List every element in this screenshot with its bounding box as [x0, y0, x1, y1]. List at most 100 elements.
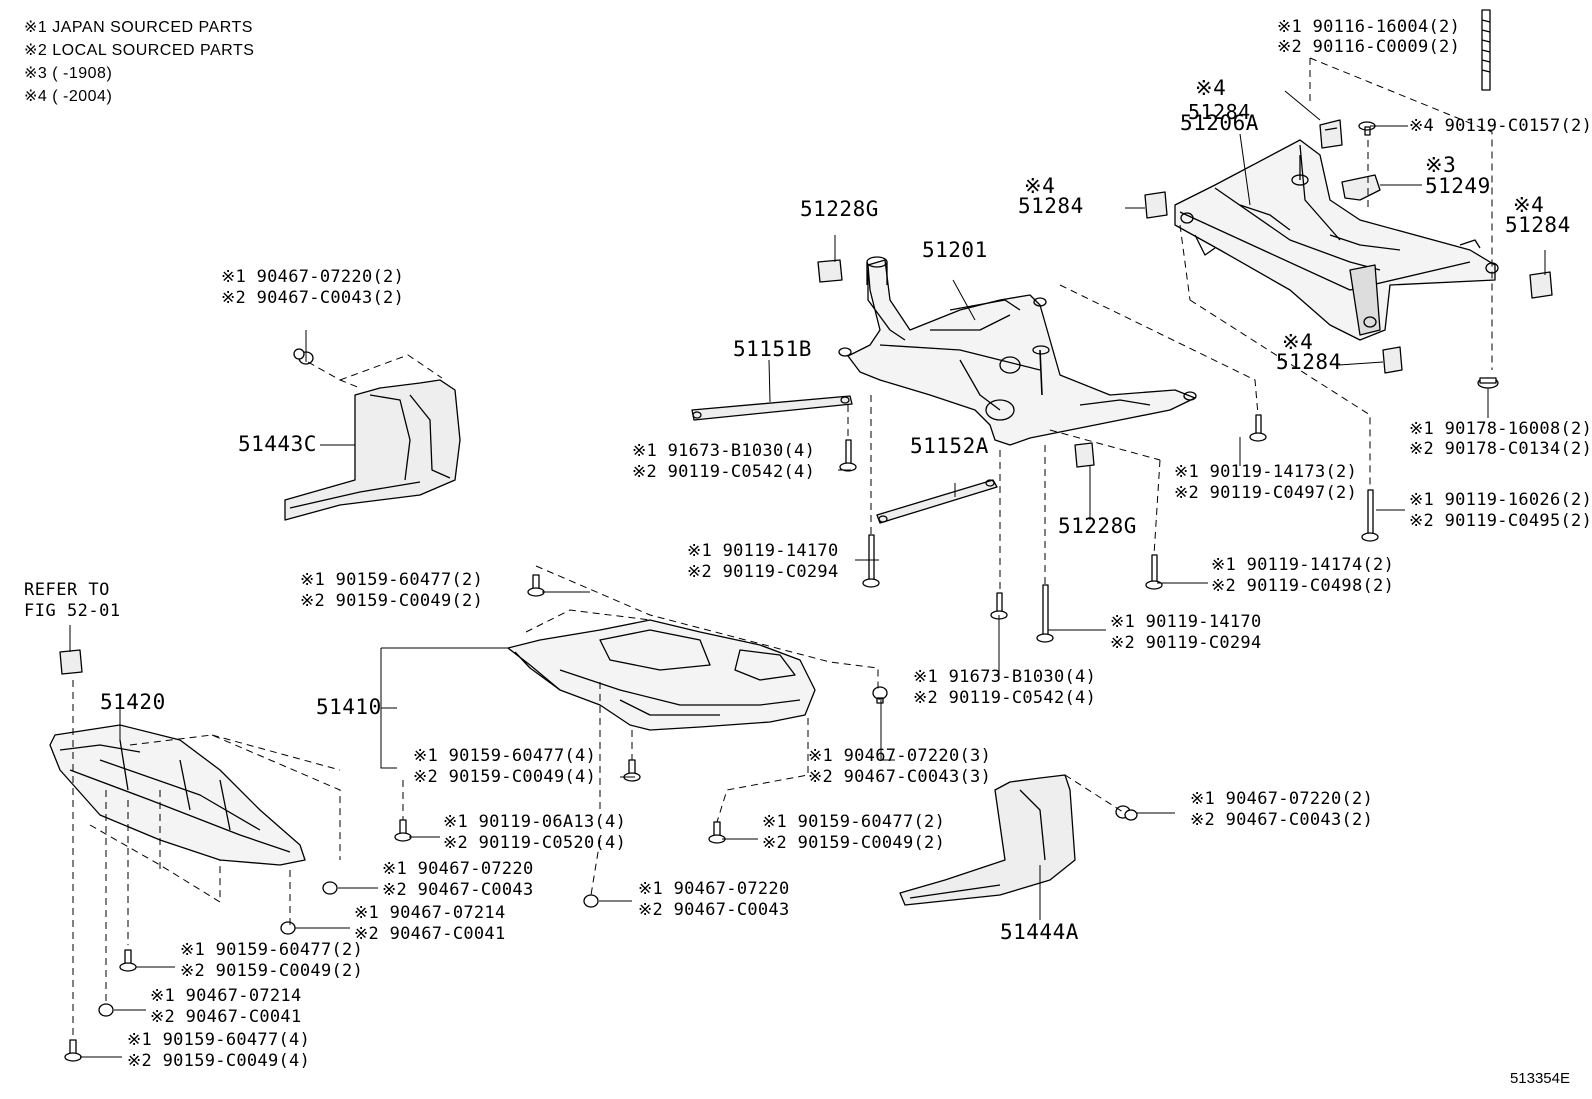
refer-fig-link[interactable]: FIG 52-01: [24, 601, 121, 621]
clip-90467-51443c: [293, 348, 314, 365]
mark-4-left: ※4: [1024, 174, 1056, 198]
bolt-90119-14170-right[interactable]: [1036, 584, 1054, 643]
callout-90159-51420-a-local[interactable]: ※2 90159-C0049(2): [180, 961, 364, 981]
bolt-90159-lower: [708, 821, 726, 844]
bracket-51228g-bottom[interactable]: [1074, 442, 1095, 468]
bolt-90159-51420-b: [64, 1039, 82, 1062]
part-51284-bottom[interactable]: 51284: [1276, 350, 1342, 374]
callout-90159-51420-b-local[interactable]: ※2 90159-C0049(4): [127, 1051, 311, 1071]
bolt-90119-16026[interactable]: [1361, 489, 1379, 542]
part-51152a[interactable]: 51152A: [910, 434, 989, 458]
rear-subframe-51206a[interactable]: [1174, 139, 1499, 341]
bolt-90119-14170-left[interactable]: [862, 534, 880, 588]
part-51284-left[interactable]: 51284: [1018, 194, 1084, 218]
bolt-90159-middle: [623, 759, 641, 782]
bracket-51228g-top[interactable]: [817, 259, 843, 283]
bolt-90119-c0157[interactable]: [1358, 121, 1376, 136]
part-51420[interactable]: 51420: [100, 690, 166, 714]
cover-51444a[interactable]: [899, 774, 1076, 906]
note-local-sourced: ※2 LOCAL SOURCED PARTS: [24, 42, 255, 59]
callout-90467-51410-jp[interactable]: ※1 90467-07220(3): [808, 746, 992, 766]
callout-90119-c0497-local[interactable]: ※2 90119-C0497(2): [1174, 483, 1358, 503]
part-51151b[interactable]: 51151B: [733, 337, 812, 361]
callout-90467-51444a-jp[interactable]: ※1 90467-07220(2): [1190, 789, 1374, 809]
callout-90467-c0043-b-local[interactable]: ※2 90467-C0043: [638, 900, 790, 920]
callout-90119-c0542-left-local[interactable]: ※2 90119-C0542(4): [632, 462, 816, 482]
clip-fig52-refer[interactable]: [59, 649, 83, 675]
callout-90467-51410-local[interactable]: ※2 90467-C0043(3): [808, 767, 992, 787]
leader-lines: [69, 10, 1546, 1058]
front-cover-51420[interactable]: [49, 724, 306, 866]
callout-90178-jp[interactable]: ※1 90178-16008(2): [1409, 419, 1592, 439]
callout-90119-16026-jp[interactable]: ※1 90119-16026(2): [1409, 490, 1592, 510]
callout-91673-right-jp[interactable]: ※1 91673-B1030(4): [913, 667, 1097, 687]
callout-91673-left-jp[interactable]: ※1 91673-B1030(4): [632, 441, 816, 461]
callout-90119-06a13-jp[interactable]: ※1 90119-06A13(4): [443, 812, 627, 832]
callout-90159-51420-b-jp[interactable]: ※1 90159-60477(4): [127, 1030, 311, 1050]
callout-90467-07220-b-jp[interactable]: ※1 90467-07220: [638, 879, 790, 899]
callout-90467-c0041-a-local[interactable]: ※2 90467-C0041: [354, 924, 506, 944]
front-subframe-51201[interactable]: [838, 256, 1197, 446]
callout-90119-c0157[interactable]: ※4 90119-C0157(2): [1409, 116, 1592, 136]
callout-90159-51410-local[interactable]: ※2 90159-C0049(4): [413, 767, 597, 787]
callout-90467-07220-a-jp[interactable]: ※1 90467-07220: [382, 859, 534, 879]
clip-51284-left[interactable]: [1144, 191, 1168, 219]
part-51410[interactable]: 51410: [316, 695, 382, 719]
bolt-91673-left[interactable]: [839, 439, 857, 472]
clip-90467-51410-right: [872, 686, 888, 704]
callout-90119-14174-jp[interactable]: ※1 90119-14174(2): [1211, 555, 1395, 575]
part-51284-right[interactable]: 51284: [1505, 213, 1571, 237]
callout-90119-c0294-left-local[interactable]: ※2 90119-C0294: [687, 562, 839, 582]
callout-90159-51420-a-jp[interactable]: ※1 90159-60477(2): [180, 940, 364, 960]
part-51284-top[interactable]: 51284: [1188, 100, 1251, 124]
bolt-stud-90116[interactable]: [1481, 9, 1491, 91]
clip-51284-right[interactable]: [1529, 271, 1553, 299]
part-51206a[interactable]: 51206A: [1180, 111, 1259, 135]
callout-90116-local[interactable]: ※2 90116-C0009(2): [1277, 37, 1461, 57]
callout-90119-c0520-local[interactable]: ※2 90119-C0520(4): [443, 833, 627, 853]
washer-90178[interactable]: [1477, 377, 1499, 389]
part-51443c[interactable]: 51443C: [238, 432, 317, 456]
clip-90467-51410-bottom: [583, 894, 599, 908]
clip-51284-bottom[interactable]: [1382, 346, 1403, 374]
bracket-51249[interactable]: [1341, 174, 1381, 201]
callout-90467-51444a-local[interactable]: ※2 90467-C0043(2): [1190, 810, 1374, 830]
callout-90159-upper-local[interactable]: ※2 90159-C0049(2): [300, 591, 484, 611]
brace-51151b[interactable]: [691, 395, 853, 421]
legend-notes: ※1 JAPAN SOURCED PARTS ※2 LOCAL SOURCED …: [24, 16, 254, 108]
brace-51152a[interactable]: [876, 479, 998, 524]
bolt-90119-14173[interactable]: [1249, 414, 1267, 442]
part-51444a[interactable]: 51444A: [1000, 920, 1079, 944]
callout-90119-14173-jp[interactable]: ※1 90119-14173(2): [1174, 462, 1358, 482]
part-51249[interactable]: 51249: [1425, 174, 1491, 198]
callout-90467-07214-b-jp[interactable]: ※1 90467-07214: [150, 986, 302, 1006]
callout-90159-lower-local[interactable]: ※2 90159-C0049(2): [762, 833, 946, 853]
part-51228g-bottom[interactable]: 51228G: [1058, 514, 1137, 538]
clip-51284-top[interactable]: [1319, 119, 1343, 149]
note-japan-sourced: ※1 JAPAN SOURCED PARTS: [24, 19, 253, 36]
callout-90467-51443c-local[interactable]: ※2 90467-C0043(2): [221, 288, 405, 308]
callout-90467-07214-a-jp[interactable]: ※1 90467-07214: [354, 903, 506, 923]
callout-90119-c0294-right-local[interactable]: ※2 90119-C0294: [1110, 633, 1262, 653]
callout-90119-14170-left-jp[interactable]: ※1 90119-14170: [687, 541, 839, 561]
bolt-90119-14174[interactable]: [1145, 554, 1163, 590]
part-51228g-top[interactable]: 51228G: [800, 197, 879, 221]
mark-4-right: ※4: [1513, 193, 1545, 217]
callout-90119-c0495-local[interactable]: ※2 90119-C0495(2): [1409, 511, 1592, 531]
callout-90467-c0041-b-local[interactable]: ※2 90467-C0041: [150, 1007, 302, 1027]
callout-90159-lower-jp[interactable]: ※1 90159-60477(2): [762, 812, 946, 832]
callout-90119-c0542-right-local[interactable]: ※2 90119-C0542(4): [913, 688, 1097, 708]
callout-90116-jp[interactable]: ※1 90116-16004(2): [1277, 17, 1461, 37]
cover-51443c[interactable]: [284, 379, 461, 521]
callout-90159-51410-jp[interactable]: ※1 90159-60477(4): [413, 746, 597, 766]
part-51201[interactable]: 51201: [922, 238, 988, 262]
under-cover-51410[interactable]: [507, 619, 816, 731]
note-range-4: ※4 ( -2004): [24, 88, 113, 105]
callout-90119-14170-right-jp[interactable]: ※1 90119-14170: [1110, 612, 1262, 632]
mark-4-bottom: ※4: [1282, 330, 1314, 354]
callout-90119-c0498-local[interactable]: ※2 90119-C0498(2): [1211, 576, 1395, 596]
callout-90467-51443c-jp[interactable]: ※1 90467-07220(2): [221, 267, 405, 287]
callout-90178-local[interactable]: ※2 90178-C0134(2): [1409, 439, 1592, 459]
callout-90159-upper-jp[interactable]: ※1 90159-60477(2): [300, 570, 484, 590]
callout-90467-c0043-a-local[interactable]: ※2 90467-C0043: [382, 880, 534, 900]
